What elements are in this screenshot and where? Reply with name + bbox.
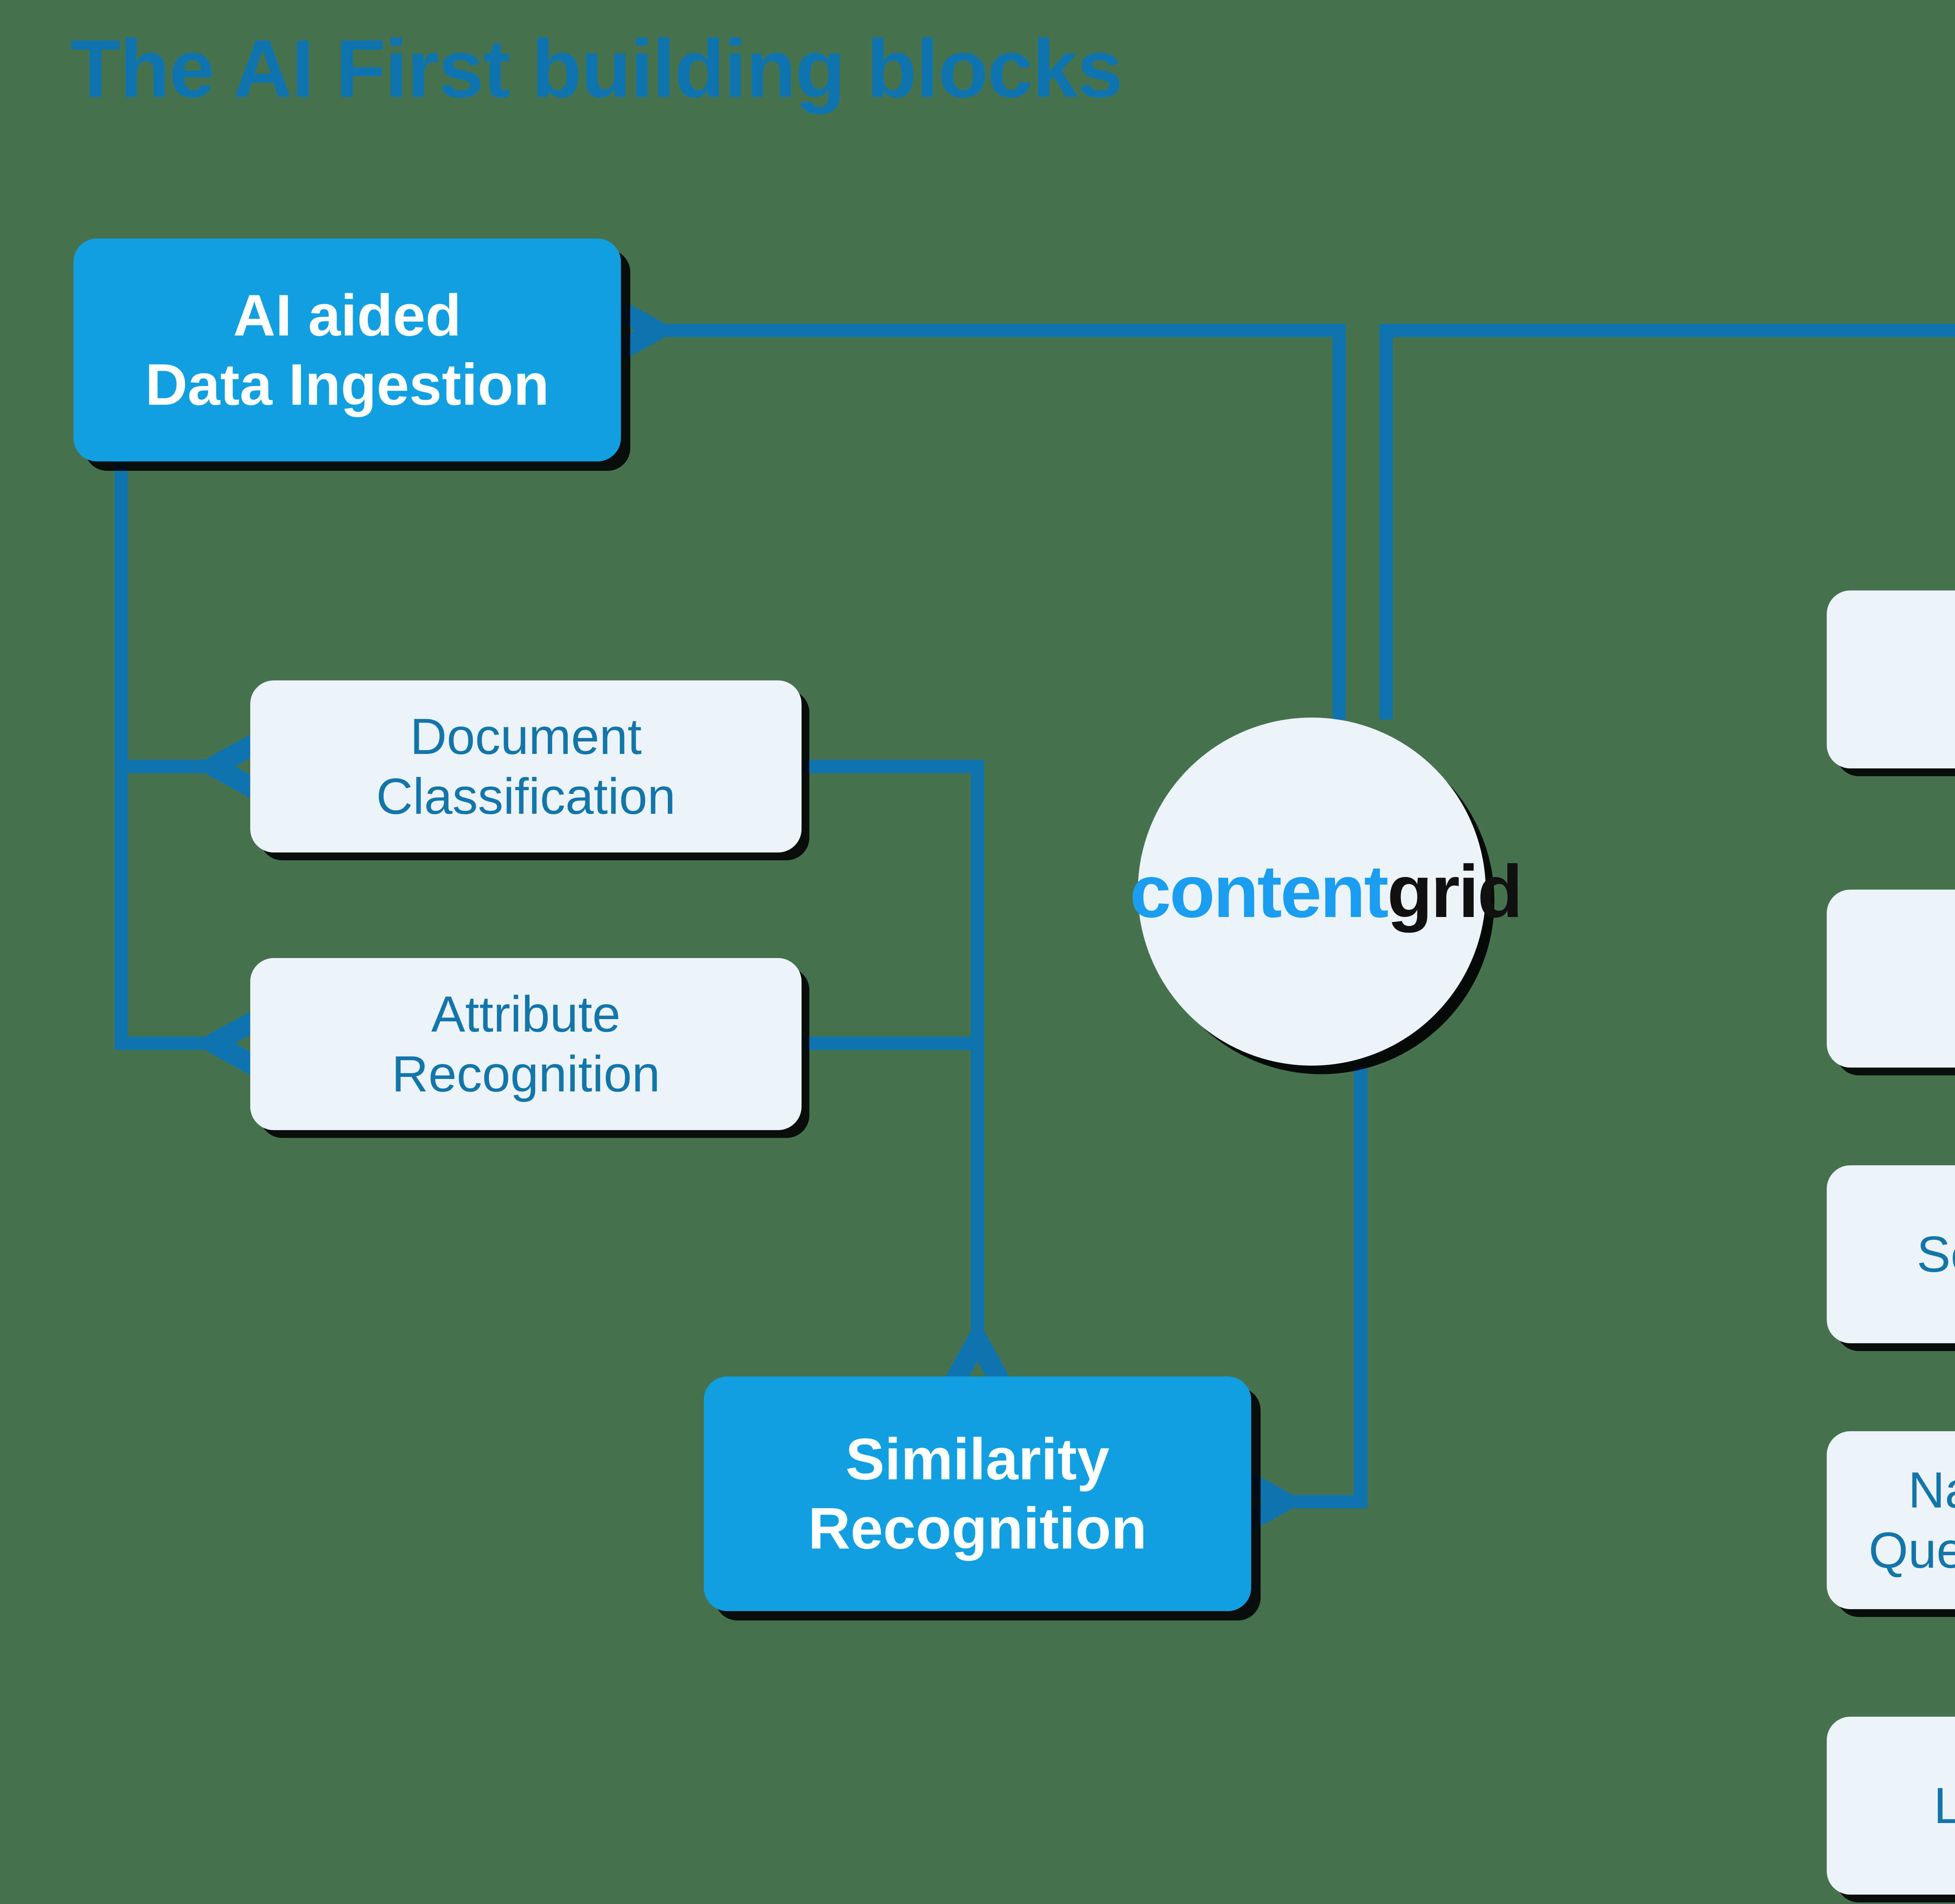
node-label-line1: Semantic Search bbox=[1917, 1225, 1955, 1283]
node-llm-integration[interactable]: LLM Integration bbox=[1827, 1717, 1955, 1895]
edge-hub-to-similarity bbox=[1279, 1064, 1367, 1502]
node-document-classification[interactable]: Document Classification bbox=[250, 680, 802, 852]
node-natural-language-query-understanding[interactable]: Natural Language Query Understanding bbox=[1827, 1431, 1955, 1609]
node-label-line1: LLM Integration bbox=[1933, 1777, 1955, 1834]
node-label-line2: Recognition bbox=[391, 1045, 660, 1102]
edge-hub-to-advanced-search bbox=[1379, 324, 1955, 720]
node-similarity-recognition-left[interactable]: Similarity Recognition bbox=[704, 1376, 1251, 1611]
node-label-line1: Document bbox=[410, 707, 642, 765]
page-title: The AI First building blocks bbox=[70, 23, 1123, 115]
node-label-line2: Query Understanding bbox=[1869, 1521, 1955, 1579]
node-semantic-search[interactable]: Semantic Search bbox=[1827, 1165, 1955, 1343]
node-ai-aided-data-ingestion[interactable]: AI aided Data Ingestion bbox=[74, 239, 621, 461]
edge-hub-to-ai-aided bbox=[651, 330, 1346, 720]
node-label-line2: Classification bbox=[376, 768, 676, 825]
node-label-line1: AI aided bbox=[233, 282, 461, 348]
contentgrid-wordmark: contentgrid bbox=[1130, 849, 1523, 934]
node-label-line1: Natural Language bbox=[1908, 1461, 1955, 1519]
node-label-line1: Attribute bbox=[431, 985, 621, 1043]
edge-doc-classification-to-similarity bbox=[802, 760, 978, 1345]
node-label-line1: Similarity bbox=[845, 1426, 1110, 1492]
edge-ai-aided-trunk-down bbox=[115, 461, 219, 1043]
wordmark-content: content bbox=[1130, 850, 1389, 933]
edge-ai-aided-to-doc-classification bbox=[115, 461, 219, 766]
contentgrid-hub: contentgrid bbox=[1130, 718, 1523, 1066]
node-label-line2: Recognition bbox=[808, 1495, 1147, 1561]
wordmark-grid: grid bbox=[1387, 850, 1523, 933]
node-attribute-recognition[interactable]: Attribute Recognition bbox=[250, 958, 802, 1130]
node-similarity-recognition-right[interactable]: Similarity Recognition bbox=[1827, 590, 1955, 768]
node-autocomplete[interactable]: Autocomplete bbox=[1827, 890, 1955, 1068]
node-label-line2: Data Ingestion bbox=[145, 352, 549, 417]
